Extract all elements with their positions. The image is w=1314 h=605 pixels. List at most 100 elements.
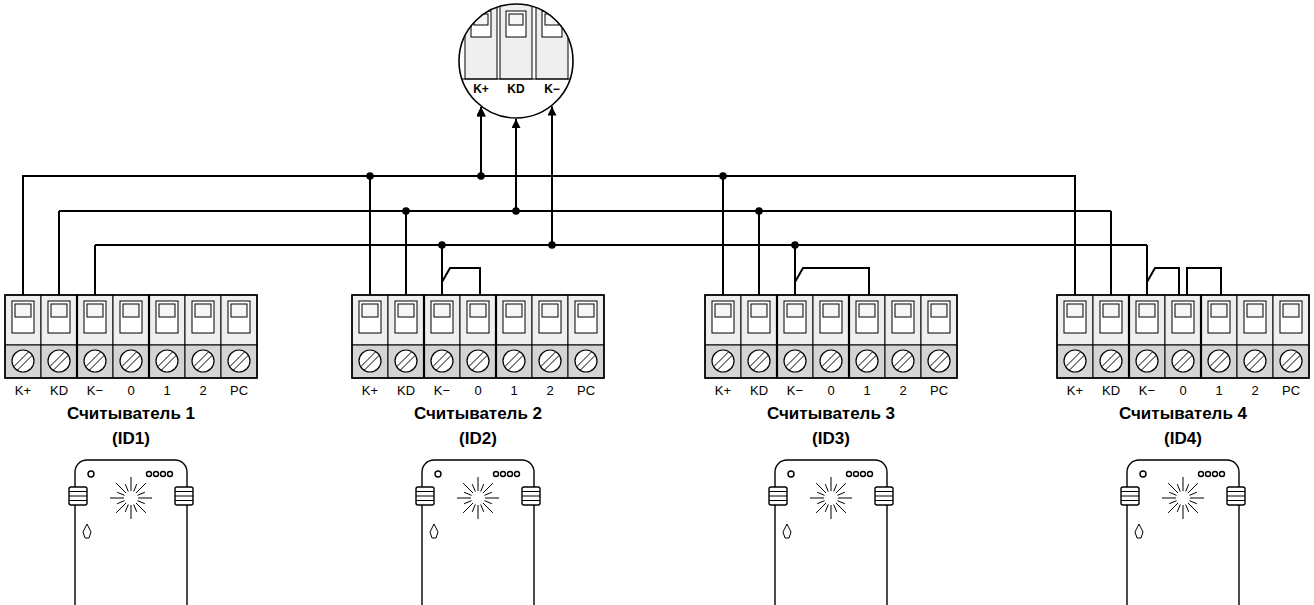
terminal-slot [856, 301, 878, 333]
pin-name: 2 [885, 383, 921, 399]
reader-ray [1169, 492, 1176, 495]
reader-ray [134, 484, 137, 491]
terminal-clamp [1211, 304, 1227, 317]
reader-ray [831, 477, 832, 491]
grille-line [69, 496, 87, 497]
screw-slot [361, 352, 375, 366]
terminal-slot [395, 301, 417, 333]
reader-title: Считыватель 1 (ID1) [61, 401, 201, 451]
reader-ray [1162, 498, 1176, 499]
group-divider [1200, 295, 1202, 378]
reader-ray [1169, 501, 1176, 504]
terminal-slot [228, 301, 250, 333]
terminal-slot [467, 301, 489, 333]
reader-dot [508, 472, 513, 477]
screw-slot [198, 356, 212, 370]
screw-slot [122, 352, 136, 366]
terminal-body [41, 295, 77, 345]
terminal-slot [1064, 301, 1086, 333]
screw-slot [858, 352, 872, 366]
terminal-clamp [509, 14, 523, 25]
terminal-slot [712, 301, 734, 333]
pin-name: PC [1273, 383, 1309, 399]
terminal-clamp [506, 304, 522, 317]
terminal-slot [12, 301, 34, 333]
screw-slot [401, 356, 415, 370]
terminal-body [185, 295, 221, 345]
reader-housing [75, 460, 187, 605]
drop-wire [58, 211, 60, 295]
pin-name: 2 [532, 383, 568, 399]
reader-ray [1186, 484, 1189, 491]
grille-line [522, 491, 540, 492]
reader-ray [481, 504, 484, 511]
reader-dot [1213, 472, 1218, 477]
reader-mark [430, 524, 438, 538]
pin-name: 0 [460, 383, 496, 399]
junction-dot [548, 241, 556, 249]
drop-wire [441, 245, 443, 295]
bus-wire [23, 107, 481, 295]
reader-led [788, 471, 794, 477]
reader-node: Считыватель 4 (ID4) [1057, 295, 1309, 455]
screw-head [856, 350, 878, 372]
terminal-block [1057, 295, 1309, 378]
pin-name: 1 [849, 383, 885, 399]
grille-line [69, 500, 87, 501]
pin-name: K− [777, 383, 813, 399]
screw-head [228, 350, 250, 372]
screw-slot [718, 356, 732, 370]
screw-row [921, 345, 957, 378]
junction-dot [755, 207, 763, 215]
screw-row [568, 345, 604, 378]
screw-row [1129, 345, 1165, 378]
pin-name: K− [1129, 383, 1165, 399]
screw-head [539, 350, 561, 372]
screw-row [221, 345, 257, 378]
terminal-slot [192, 301, 214, 333]
terminal-clamp [1283, 304, 1299, 317]
pin-name: K+ [352, 383, 388, 399]
terminal-clamp [751, 304, 767, 317]
terminal-clamp [87, 304, 103, 317]
junction-dot [438, 241, 446, 249]
bus-wire [370, 107, 481, 295]
screw-slot [822, 352, 836, 366]
terminal-body [921, 295, 957, 345]
screw-slot [581, 356, 595, 370]
reader-dot [854, 472, 859, 477]
reader-dot [1220, 472, 1225, 477]
reader-ray [463, 503, 473, 513]
reader-icon [1121, 460, 1245, 605]
reader-ray [117, 501, 124, 504]
screw-slot [1246, 352, 1260, 366]
bus-wire [481, 107, 723, 295]
screw-row [741, 345, 777, 378]
pin-name: PC [221, 383, 257, 399]
reader-ray [1183, 477, 1184, 491]
reader-ray [472, 504, 475, 511]
terminal-body [424, 295, 460, 345]
screw-slot [437, 356, 451, 370]
terminal-clamp [123, 304, 139, 317]
pin-name: PC [568, 383, 604, 399]
pin-name: 2 [1237, 383, 1273, 399]
screw-slot [862, 356, 876, 370]
reader-ray [1188, 483, 1198, 493]
screw-slot [1066, 352, 1080, 366]
reader-title: Считыватель 3 (ID3) [761, 401, 901, 451]
reader-ray [134, 504, 137, 511]
terminal-body [532, 295, 568, 345]
pin-name: 0 [813, 383, 849, 399]
terminal-clamp [15, 304, 31, 317]
screw-head [12, 350, 34, 372]
screw-row [777, 345, 813, 378]
magnifier-rim [459, 4, 573, 118]
reader-dot [1199, 472, 1204, 477]
pin-name: KD [1093, 383, 1129, 399]
pin-name: KD [741, 383, 777, 399]
screw-row [1273, 345, 1309, 378]
reader-ray [125, 504, 128, 511]
screw-head [1208, 350, 1230, 372]
